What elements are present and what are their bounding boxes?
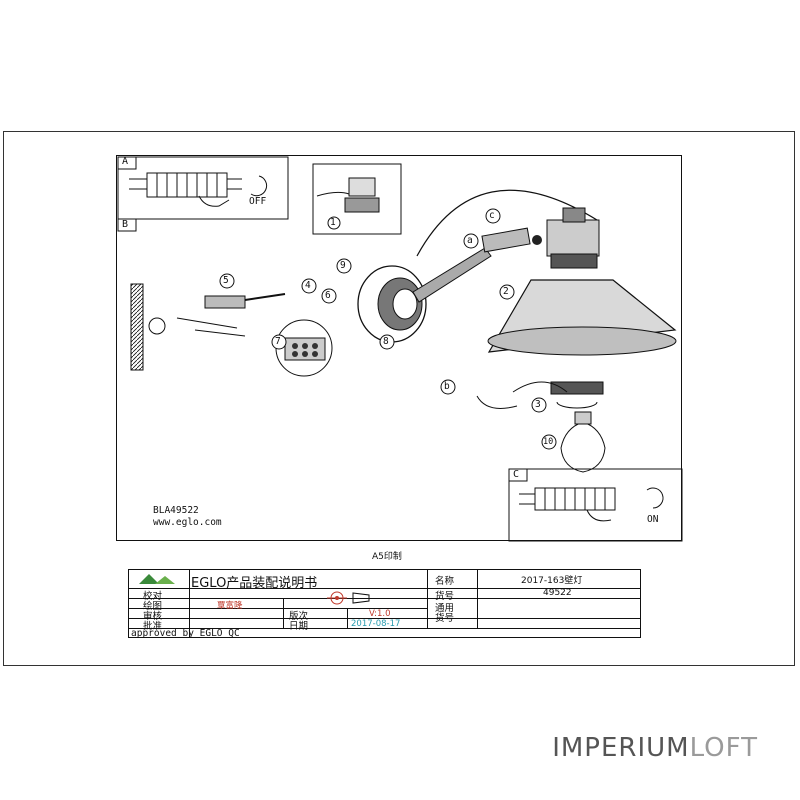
- terminal-block-a: [129, 172, 242, 198]
- panel-a-tag: [117, 156, 137, 170]
- watermark-logo: IMPERIUMLOFT: [552, 733, 758, 763]
- hand-c: [586, 509, 612, 522]
- callout-a: a: [467, 235, 473, 246]
- label-name: 名称: [435, 576, 455, 587]
- version-value: V:1.0: [369, 609, 391, 619]
- cable-detail: [148, 317, 166, 335]
- eglo-logo: [133, 572, 185, 586]
- panel-b-tag: [117, 218, 137, 232]
- panel-a-frame: [117, 156, 289, 220]
- terminal-block-c: [519, 487, 616, 511]
- callout-c: c: [489, 210, 495, 221]
- callout-2: 2: [503, 286, 509, 297]
- panel-b-label: B: [122, 219, 129, 230]
- screw: [244, 293, 286, 301]
- panel-c-tag: [508, 468, 528, 482]
- label-check: 校对: [143, 591, 163, 602]
- label-review: 审核: [143, 611, 163, 622]
- callout-6: 6: [325, 290, 331, 301]
- hand-b: [512, 381, 568, 393]
- callout-3: 3: [535, 399, 541, 410]
- callout-5: 5: [223, 275, 229, 286]
- title-block: EGLO产品装配说明书 校对 绘图 覃富隆 审核 版次 V:1.0 批准 日期 …: [128, 569, 641, 639]
- date-value: 2017-08-17: [351, 619, 401, 629]
- callout-8: 8: [383, 336, 389, 347]
- socket-detail-frame: [312, 163, 402, 235]
- knob: [532, 235, 542, 245]
- hand-a: [198, 195, 230, 207]
- panel-c-label: C: [513, 469, 520, 480]
- assembly-drawing: A B C OFF ON 1 2 3 4 5 6 7 8 9 10 a b c …: [116, 155, 683, 542]
- shade-rim: [487, 326, 677, 356]
- callout-b: b: [444, 381, 450, 392]
- lamp-arm: [412, 247, 492, 303]
- hinge-bracket: [481, 227, 531, 253]
- cable: [416, 189, 598, 257]
- lamp-socket-holder: [546, 219, 600, 257]
- print-size-note: A5印制: [372, 552, 402, 562]
- drawer-name: 覃富隆: [217, 601, 243, 611]
- projection-symbol: [323, 589, 373, 610]
- wall: [130, 283, 144, 371]
- model-code: BLA49522: [153, 505, 199, 516]
- document-title: EGLO产品装配说明书: [191, 576, 318, 591]
- label-common-item: 货号: [435, 613, 455, 624]
- callout-1-circle: [327, 216, 341, 230]
- on-label: ON: [647, 514, 659, 525]
- callout-9: 9: [340, 260, 346, 271]
- label-draw: 绘图: [143, 601, 163, 612]
- wall-plug: [204, 295, 246, 309]
- lamp-socket-ring: [550, 253, 598, 269]
- assembly-illustration: [117, 156, 683, 542]
- callout-1: 1: [330, 217, 336, 228]
- rotate-arrow-a: [250, 175, 268, 197]
- item-number: 49522: [543, 588, 572, 598]
- callout-4: 4: [305, 280, 311, 291]
- website-url: www.eglo.com: [153, 517, 222, 528]
- lock-ring: [550, 381, 604, 395]
- panel-a-label: A: [122, 156, 129, 167]
- label-common: 通用: [435, 603, 455, 614]
- drawing-sheet: [3, 131, 795, 666]
- callout-10: 10: [543, 437, 554, 447]
- product-name: 2017-163壁灯: [521, 576, 583, 586]
- off-label: OFF: [249, 196, 267, 207]
- label-date: 日期: [289, 621, 309, 632]
- approved-note: approved by EGLO QC: [131, 628, 240, 639]
- light-bulb: [560, 421, 606, 473]
- label-approve: 批准: [143, 621, 163, 632]
- label-item: 货号: [435, 591, 455, 602]
- panel-c-frame: [508, 468, 683, 542]
- watermark-part1: IMPERIUM: [552, 733, 690, 763]
- callout-7: 7: [275, 336, 281, 347]
- rotate-arrow-c: [646, 487, 664, 509]
- watermark-part2: LOFT: [689, 733, 758, 763]
- label-version: 版次: [289, 611, 309, 622]
